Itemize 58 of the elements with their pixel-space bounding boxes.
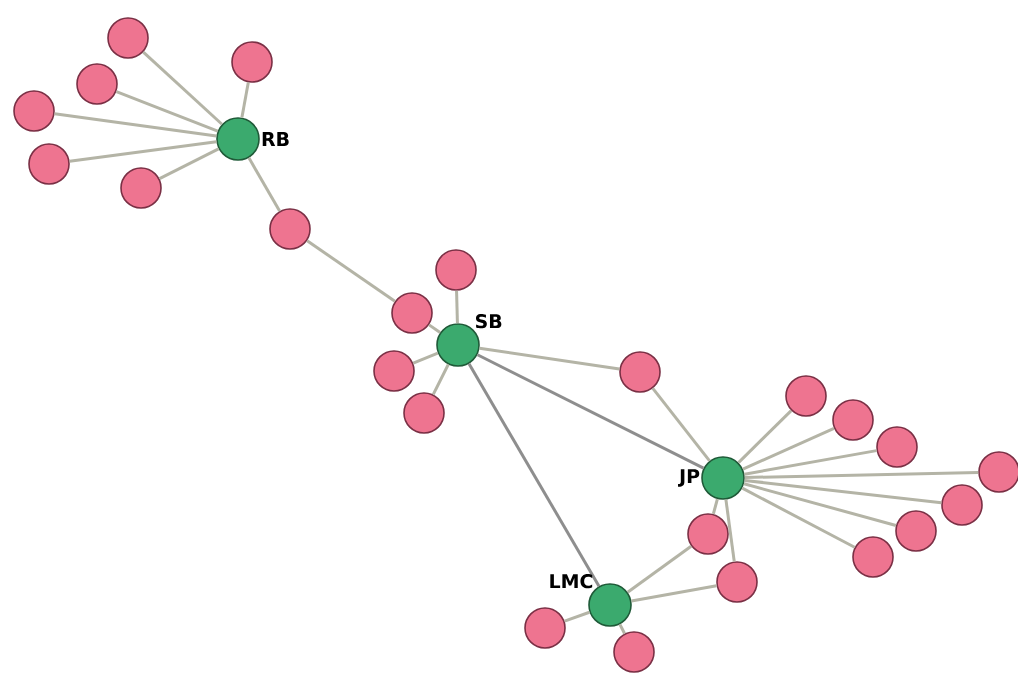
node-circle <box>941 484 983 526</box>
node-label: LMC <box>550 574 593 589</box>
connector-line <box>431 363 450 396</box>
connector-line <box>158 147 220 180</box>
node-circle <box>269 208 311 250</box>
node-circle <box>852 536 894 578</box>
hub-node-circle <box>701 456 745 500</box>
node-circle <box>76 63 118 105</box>
connector-line <box>240 82 250 118</box>
node-circle <box>785 375 827 417</box>
node-circle <box>107 17 149 59</box>
node-circle <box>13 90 55 132</box>
connector-line <box>626 544 693 594</box>
connector-line <box>711 498 719 515</box>
node-circle <box>613 631 655 673</box>
node-circle <box>391 292 433 334</box>
node-circle <box>231 41 273 83</box>
connector-line <box>741 486 856 549</box>
connector-line <box>618 623 626 635</box>
connector-line <box>479 346 620 371</box>
hub-node-circle <box>216 117 260 161</box>
node-circle <box>403 392 445 434</box>
node-circle <box>28 143 70 185</box>
node-circle <box>120 167 162 209</box>
node-circle <box>876 426 918 468</box>
connector-line <box>744 449 877 476</box>
node-circle <box>435 249 477 291</box>
connector-line <box>306 239 396 303</box>
connector-line <box>743 482 897 527</box>
connector-line <box>54 112 217 138</box>
connector-line <box>69 140 217 163</box>
node-label: SB <box>476 314 502 329</box>
node-circle <box>832 399 874 441</box>
connector-line <box>412 351 439 365</box>
connector-line <box>744 478 942 505</box>
connector-line <box>142 50 223 126</box>
connector-line <box>744 470 979 479</box>
node-circle <box>895 510 937 552</box>
node-circle <box>716 561 758 603</box>
connector-line <box>428 323 441 334</box>
connector-line <box>115 90 219 133</box>
connector-line <box>724 499 736 562</box>
node-circle <box>373 350 415 392</box>
node-label: RB <box>262 132 289 146</box>
connector-line <box>742 427 835 471</box>
node-circle <box>619 351 661 393</box>
connector-line <box>631 584 717 603</box>
node-circle <box>978 451 1018 493</box>
node-label: JP <box>678 469 700 487</box>
connector-line <box>737 409 793 464</box>
connector-line <box>476 353 705 470</box>
node-circle <box>687 513 729 555</box>
connector-line <box>467 363 601 587</box>
connector-line <box>247 157 281 212</box>
connector-line <box>651 387 711 462</box>
node-circle <box>524 607 566 649</box>
connector-line <box>455 290 459 324</box>
connector-line <box>564 610 590 623</box>
